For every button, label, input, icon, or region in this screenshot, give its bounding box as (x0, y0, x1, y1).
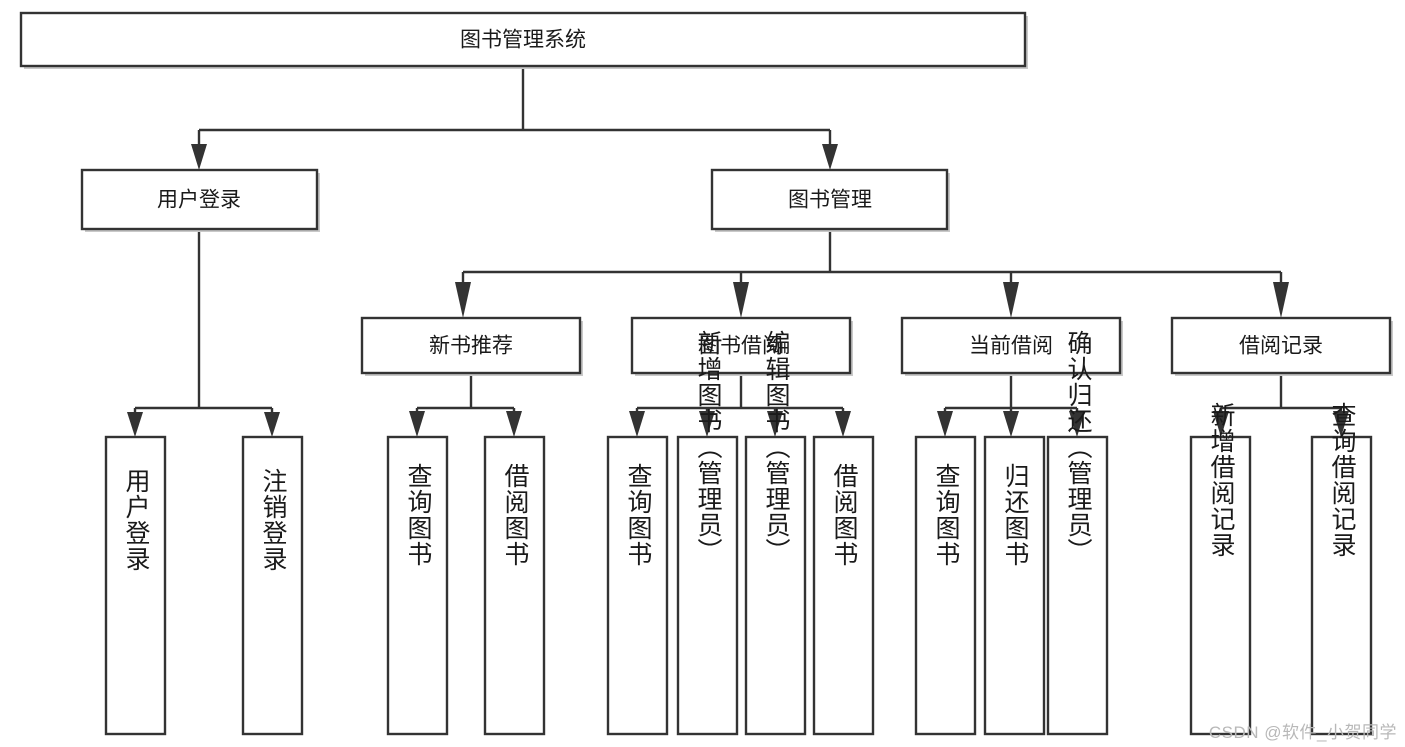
csdn-watermark: CSDN @软件_小贺同学 (1208, 723, 1397, 742)
leaf-query-record-box[interactable] (1310, 435, 1373, 736)
node-user-login[interactable]: 用户登录 (80, 168, 320, 232)
leaf-add-book-label: 新增图书（管理员） (694, 330, 723, 564)
node-current-borrow[interactable]: 当前借阅 (900, 316, 1123, 376)
leaf-edit-book[interactable]: 编辑图书（管理员） (744, 330, 807, 736)
leaf-borrow-book-1[interactable]: 借阅图书 (483, 435, 546, 736)
leaf-query-book-2[interactable]: 查询图书 (606, 435, 669, 736)
arrow-leaf-edit-book-icon (767, 411, 783, 437)
arrow-leaf-return-book-icon (1003, 411, 1019, 437)
node-user-login-box[interactable] (80, 168, 319, 231)
arrow-to-book-borrow-icon (733, 282, 749, 318)
node-new-book-recommend[interactable]: 新书推荐 (360, 316, 583, 376)
node-book-borrow-label: 图书借阅 (699, 335, 783, 358)
leaf-query-book-1-label: 查询图书 (404, 463, 433, 567)
leaf-edit-book-box[interactable] (744, 435, 807, 736)
leaf-return-book-label: 归还图书 (1001, 463, 1030, 567)
leaf-return-book[interactable]: 归还图书 (983, 435, 1046, 736)
leaf-edit-book-label: 编辑图书（管理员） (762, 330, 791, 564)
node-user-login-label: 用户登录 (157, 189, 241, 212)
leaf-borrow-book-1-label: 借阅图书 (501, 463, 530, 567)
leaf-borrow-book-2-label: 借阅图书 (830, 463, 859, 567)
arrow-leaf-add-record-icon (1213, 411, 1229, 437)
arrow-to-book-manage-icon (822, 144, 838, 170)
leaf-query-book-3[interactable]: 查询图书 (914, 435, 977, 736)
node-root[interactable]: 图书管理系统 (19, 11, 1028, 69)
arrow-to-new-book-recommend-icon (455, 282, 471, 318)
arrow-to-user-login-icon (191, 144, 207, 170)
node-borrow-record[interactable]: 借阅记录 (1170, 316, 1393, 376)
leaf-confirm-return-label: 确认归还（管理员） (1064, 330, 1093, 564)
leaf-borrow-book-2-box[interactable] (812, 435, 875, 736)
leaf-borrow-book-1-box[interactable] (483, 435, 546, 736)
arrow-leaf-borrow-book-1-icon (506, 411, 522, 437)
leaf-user-login-box[interactable] (104, 435, 167, 736)
leaf-add-record-box[interactable] (1189, 435, 1252, 736)
leaf-query-book-3-label: 查询图书 (932, 463, 961, 567)
leaf-logout-login-box[interactable] (241, 435, 304, 736)
leaf-add-book-box[interactable] (676, 435, 739, 736)
arrow-leaf-query-book-1-icon (409, 411, 425, 437)
node-current-borrow-box[interactable] (900, 316, 1122, 375)
node-book-manage[interactable]: 图书管理 (710, 168, 950, 232)
arrow-leaf-borrow-book-2-icon (835, 411, 851, 437)
leaf-return-book-box[interactable] (983, 435, 1046, 736)
leaf-borrow-book-2[interactable]: 借阅图书 (812, 435, 875, 736)
connector-layer (127, 66, 1349, 437)
leaf-logout-login-label: 注销登录 (259, 468, 288, 572)
node-root-label: 图书管理系统 (460, 29, 586, 52)
leaf-query-book-2-box[interactable] (606, 435, 669, 736)
leaf-confirm-return[interactable]: 确认归还（管理员） (1046, 330, 1109, 736)
leaf-add-record[interactable]: 新增借阅记录 (1189, 402, 1252, 736)
leaf-query-book-2-label: 查询图书 (624, 463, 653, 567)
node-root-box[interactable] (19, 11, 1027, 68)
arrow-leaf-user-login-icon (127, 412, 143, 437)
leaf-add-record-label: 新增借阅记录 (1207, 402, 1236, 558)
arrow-leaf-query-book-2-icon (629, 411, 645, 437)
node-book-borrow[interactable]: 图书借阅 (630, 316, 853, 376)
arrow-to-current-borrow-icon (1003, 282, 1019, 318)
arrow-leaf-logout-login-icon (264, 412, 280, 437)
node-current-borrow-label: 当前借阅 (969, 335, 1053, 358)
node-new-book-recommend-label: 新书推荐 (429, 335, 513, 358)
leaf-query-book-1[interactable]: 查询图书 (386, 435, 449, 736)
leaf-user-login[interactable]: 用户登录 (104, 435, 167, 736)
leaf-user-login-label: 用户登录 (122, 468, 151, 572)
node-book-manage-label: 图书管理 (788, 189, 872, 212)
leaf-query-record-label: 查询借阅记录 (1328, 402, 1357, 558)
leaf-confirm-return-box[interactable] (1046, 435, 1109, 736)
leaf-add-book[interactable]: 新增图书（管理员） (676, 330, 739, 736)
node-new-book-recommend-box[interactable] (360, 316, 582, 375)
arrow-leaf-query-book-3-icon (937, 411, 953, 437)
node-borrow-record-box[interactable] (1170, 316, 1392, 375)
leaf-query-record[interactable]: 查询借阅记录 (1310, 402, 1373, 736)
leaf-query-book-1-box[interactable] (386, 435, 449, 736)
arrow-leaf-query-record-icon (1333, 411, 1349, 437)
leaf-logout-login[interactable]: 注销登录 (241, 435, 304, 736)
leaf-query-book-3-box[interactable] (914, 435, 977, 736)
node-borrow-record-label: 借阅记录 (1239, 335, 1323, 358)
arrow-leaf-add-book-icon (699, 411, 715, 437)
arrow-to-borrow-record-icon (1273, 282, 1289, 318)
node-book-manage-box[interactable] (710, 168, 949, 231)
arrow-leaf-confirm-return-icon (1069, 411, 1085, 437)
node-book-borrow-box[interactable] (630, 316, 852, 375)
